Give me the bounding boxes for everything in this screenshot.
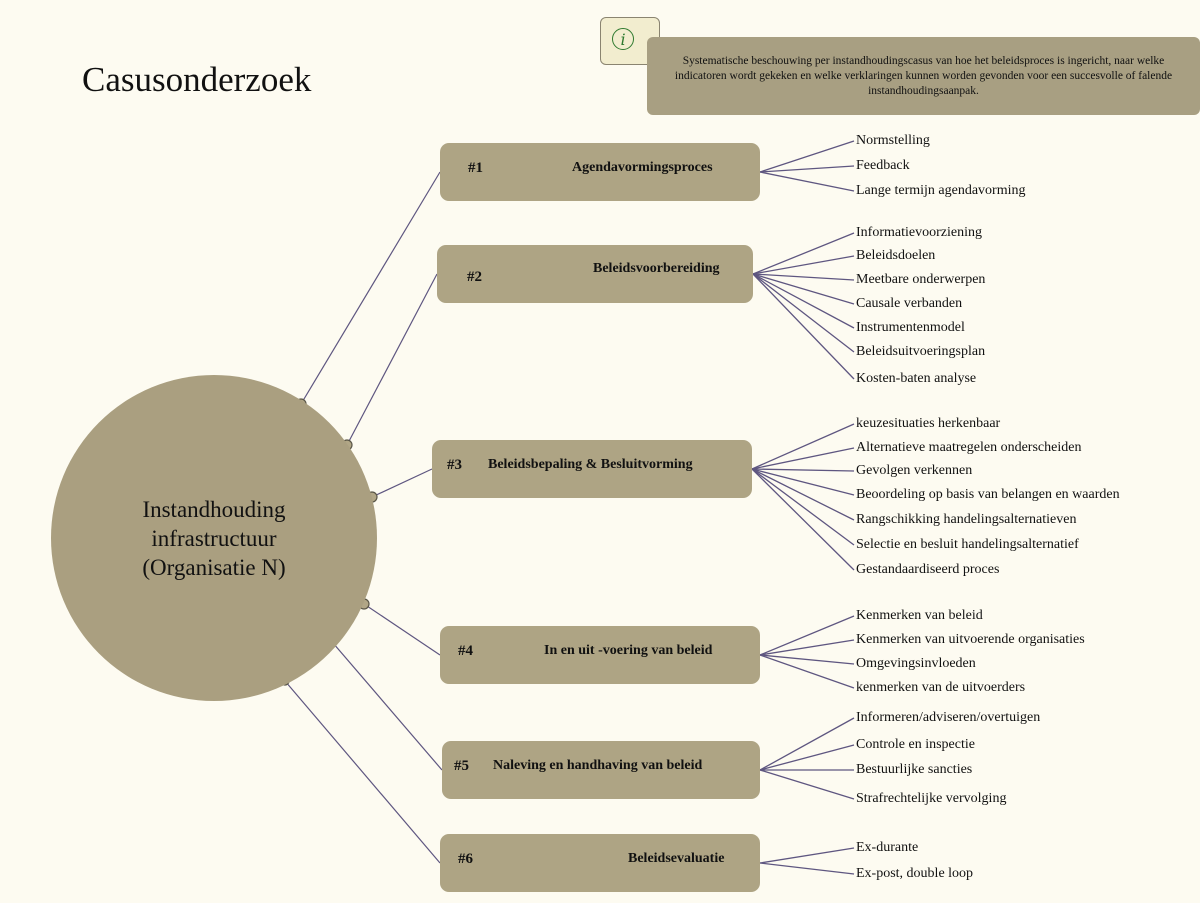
connector-line: [752, 273, 855, 329]
connector-line: [759, 654, 855, 689]
leaf-item[interactable]: kenmerken van de uitvoerders: [856, 680, 1026, 695]
branch-label: In en uit -voering van beleid: [544, 643, 713, 658]
branch-label: Agendavormingsproces: [572, 160, 713, 175]
info-text: Systematische beschouwing per instandhou…: [647, 37, 1200, 115]
connector-line: [300, 171, 441, 405]
central-topic-line-1: Instandhouding: [142, 496, 286, 522]
leaf-item[interactable]: Beleidsdoelen: [856, 248, 936, 263]
leaf-item[interactable]: Alternatieve maatregelen onderscheiden: [856, 440, 1082, 455]
branch-node-2[interactable]: #2 Beleidsvoorbereiding: [437, 245, 753, 303]
info-icon[interactable]: i: [612, 28, 634, 50]
connector-line: [320, 628, 443, 771]
leaf-item[interactable]: Gevolgen verkennen: [856, 463, 973, 478]
connector-line: [752, 273, 855, 305]
leaf-item[interactable]: Beleidsuitvoeringsplan: [856, 344, 986, 359]
connector-line: [752, 273, 855, 380]
branch-node-1[interactable]: #1 Agendavormingsproces: [440, 143, 760, 201]
connector-line: [759, 165, 855, 173]
leaf-item[interactable]: Rangschikking handelingsalternatieven: [856, 512, 1077, 527]
connector-line: [371, 468, 433, 498]
branch-number: #5: [454, 758, 469, 774]
page-title: Casusonderzoek: [82, 60, 312, 99]
leaf-item[interactable]: Feedback: [856, 158, 910, 173]
leaf-item[interactable]: keuzesituaties herkenbaar: [856, 416, 1001, 431]
leaf-item[interactable]: Kenmerken van beleid: [856, 608, 983, 623]
leaf-item[interactable]: Meetbare onderwerpen: [856, 272, 986, 287]
branch-number: #1: [468, 160, 483, 176]
connector-line: [751, 468, 855, 546]
connector-line: [759, 862, 855, 875]
connector-line: [752, 273, 855, 353]
branch-number: #2: [467, 269, 482, 285]
leaf-item[interactable]: Ex-post, double loop: [856, 866, 974, 881]
central-topic-line-3: (Organisatie N): [142, 554, 286, 580]
connector-line: [752, 232, 855, 275]
central-topic-line-2: infrastructuur: [151, 525, 277, 551]
leaf-item[interactable]: Selectie en besluit handelingsalternatie…: [856, 537, 1079, 552]
leaf-item[interactable]: Gestandaardiseerd proces: [856, 562, 1000, 577]
leaf-item[interactable]: Omgevingsinvloeden: [856, 656, 976, 671]
leaf-item[interactable]: Normstelling: [856, 133, 930, 148]
leaf-item[interactable]: Ex-durante: [856, 840, 919, 855]
connector-line: [284, 680, 441, 864]
leaf-item[interactable]: Beoordeling op basis van belangen en waa…: [856, 487, 1120, 502]
connector-line: [751, 468, 855, 496]
connector-line: [759, 171, 855, 192]
central-topic[interactable]: Instandhouding infrastructuur (Organisat…: [51, 375, 377, 701]
connector-line: [363, 603, 441, 656]
connector-line: [759, 615, 855, 656]
leaf-item[interactable]: Bestuurlijke sancties: [856, 762, 973, 777]
leaf-item[interactable]: Informeren/adviseren/overtuigen: [856, 710, 1041, 725]
leaf-item[interactable]: Instrumentenmodel: [856, 320, 965, 335]
branch-label: Beleidsbepaling & Besluitvorming: [488, 457, 693, 472]
leaf-item[interactable]: Controle en inspectie: [856, 737, 975, 752]
leaf-item[interactable]: Kenmerken van uitvoerende organisaties: [856, 632, 1085, 647]
leaf-item[interactable]: Causale verbanden: [856, 296, 963, 311]
connector-line: [759, 847, 855, 864]
info-callout: i Systematische beschouwing per instandh…: [600, 17, 1200, 115]
connector-line: [346, 273, 438, 446]
branch-node-6[interactable]: #6 Beleidsevaluatie: [440, 834, 760, 892]
branch-node-3[interactable]: #3 Beleidsbepaling & Besluitvorming: [432, 440, 752, 498]
connector-line: [759, 140, 855, 173]
branch-label: Beleidsvoorbereiding: [593, 261, 720, 276]
branch-number: #6: [458, 851, 473, 867]
branch-node-4[interactable]: #4 In en uit -voering van beleid: [440, 626, 760, 684]
connector-line: [759, 717, 855, 771]
leaf-item[interactable]: Lange termijn agendavorming: [856, 183, 1026, 198]
connector-line: [751, 423, 855, 470]
connector-line: [751, 468, 855, 571]
connector-line: [751, 468, 855, 521]
leaf-item[interactable]: Kosten-baten analyse: [856, 371, 977, 386]
leaf-item[interactable]: Informatievoorziening: [856, 225, 982, 240]
leaf-item[interactable]: Strafrechtelijke vervolging: [856, 791, 1007, 806]
branch-node-5[interactable]: #5 Naleving en handhaving van beleid: [442, 741, 760, 799]
connector-line: [759, 744, 855, 771]
connector-line: [759, 654, 855, 665]
branch-number: #3: [447, 457, 462, 473]
connector-line: [752, 255, 855, 275]
connector-line: [751, 447, 855, 470]
connector-line: [751, 468, 855, 472]
connector-line: [752, 273, 855, 281]
connector-line: [759, 769, 855, 800]
branch-label: Beleidsevaluatie: [628, 851, 725, 866]
connector-line: [759, 639, 855, 656]
branch-number: #4: [458, 643, 473, 659]
branch-label: Naleving en handhaving van beleid: [493, 758, 703, 773]
